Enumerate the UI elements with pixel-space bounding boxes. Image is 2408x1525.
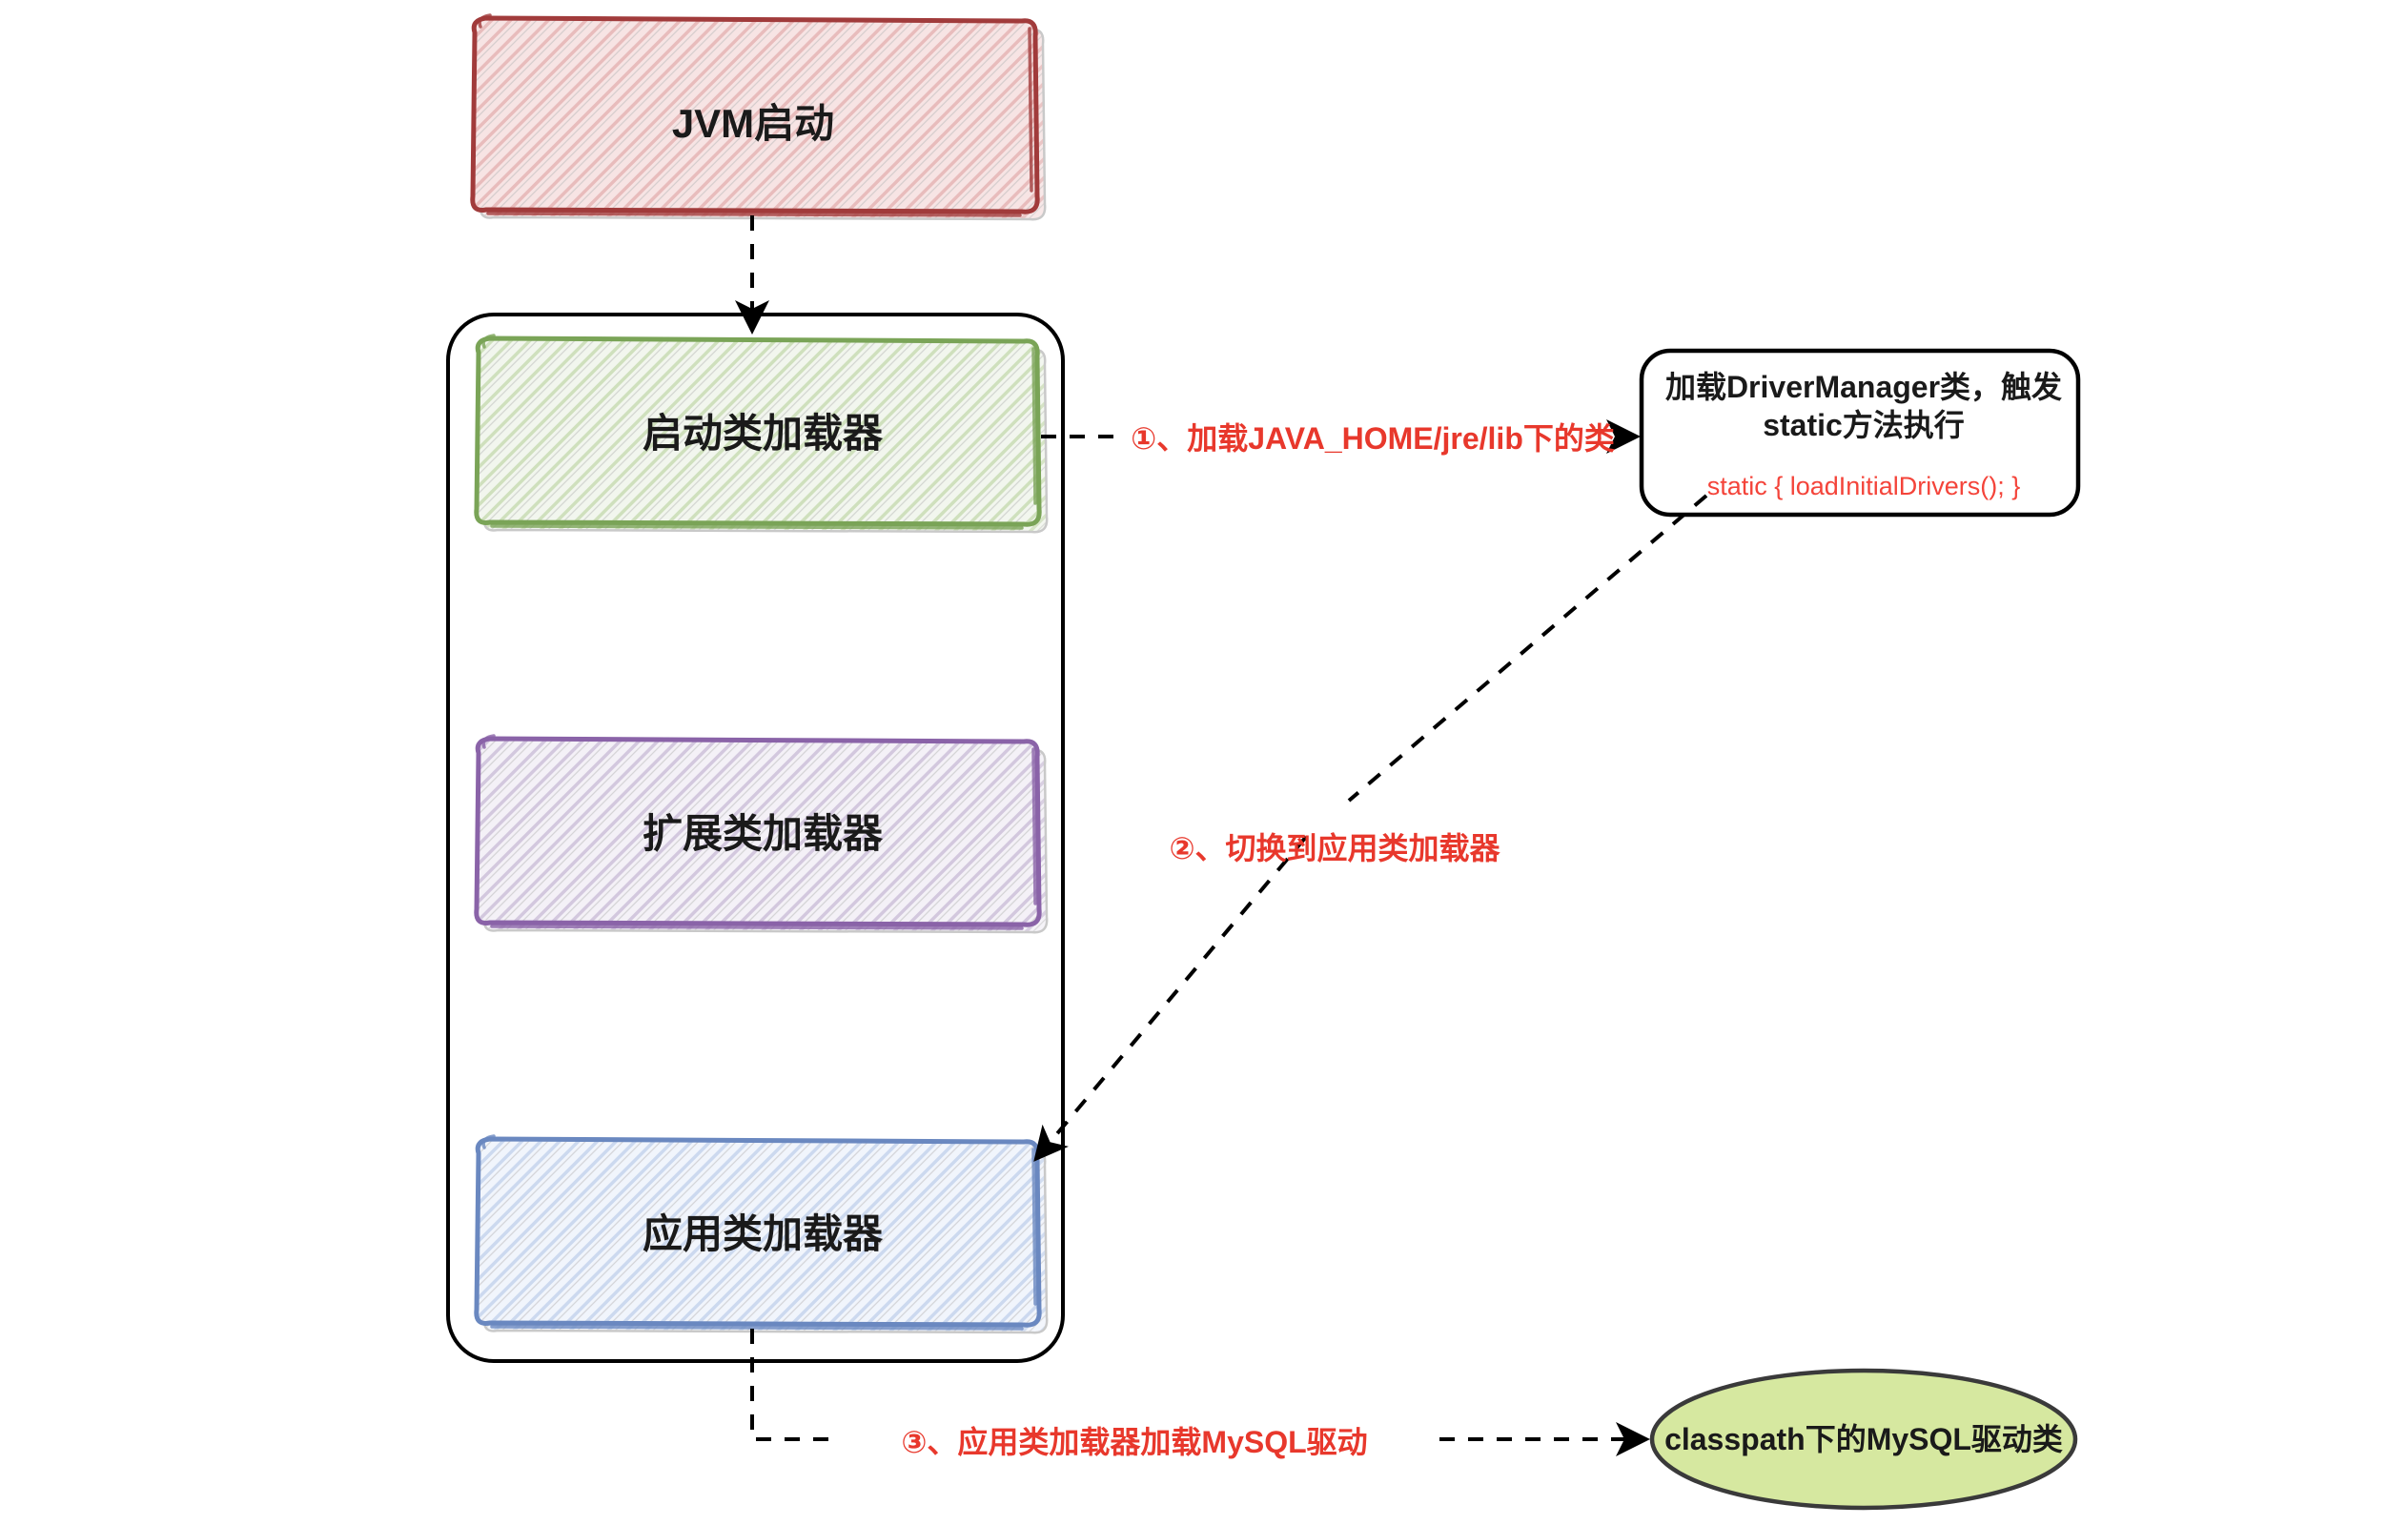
- node-ext-class-loader[interactable]: [474, 734, 1049, 934]
- edge-label-switch-to-app-loader: ②、切换到应用类加载器: [1169, 831, 1500, 865]
- edge-label-load-java-home-lib: ①、加载JAVA_HOME/jre/lib下的类: [1131, 421, 1615, 456]
- node-driver-manager[interactable]: [1639, 348, 2081, 518]
- edge-driver-manager-to-app: [1033, 494, 1708, 1162]
- edge-app-to-mysql-driver: [750, 1329, 1650, 1456]
- node-mysql-driver[interactable]: [1649, 1368, 2078, 1511]
- node-app-class-loader[interactable]: [474, 1134, 1049, 1334]
- node-code-driver-manager-static-block: static { loadInitialDrivers(); }: [1706, 471, 2021, 500]
- node-jvm-start[interactable]: [470, 13, 1047, 221]
- edge-label-app-loader-loads-mysql-driver: ③、应用类加载器加载MySQL驱动: [901, 1425, 1368, 1459]
- node-boot-class-loader[interactable]: [474, 334, 1049, 534]
